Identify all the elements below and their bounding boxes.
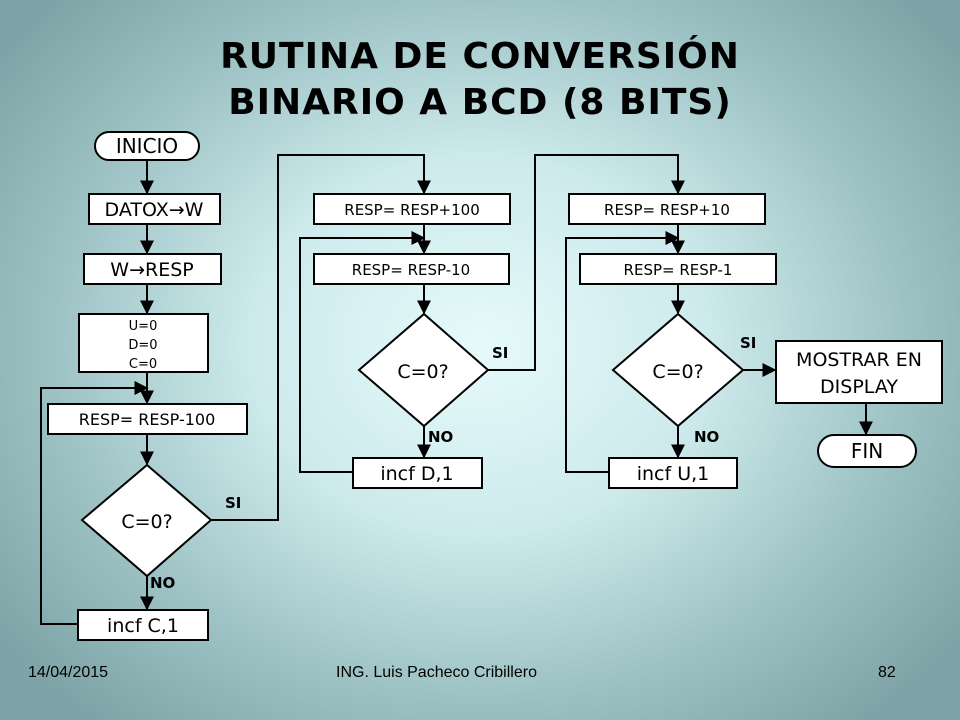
yes-connector-1	[211, 154, 431, 521]
no-label-2: NO	[428, 428, 453, 446]
process-incf-c-label: incf C,1	[107, 615, 179, 637]
start-node: INICIO	[94, 131, 200, 161]
title-line-1: RUTINA DE CONVERSIÓN	[220, 36, 740, 77]
mostrar-line-2: DISPLAY	[820, 376, 898, 398]
decision-c-zero-1: C=0?	[80, 463, 213, 578]
end-node-label: FIN	[851, 439, 883, 463]
no-label-1: NO	[150, 574, 175, 592]
decision-c-zero-2: C=0?	[357, 312, 490, 428]
si-label-3: SI	[740, 334, 756, 352]
process-resp-plus-100: RESP= RESP+100	[313, 193, 511, 225]
si-label-2: SI	[492, 344, 508, 362]
init-d-label: D=0	[128, 338, 157, 353]
process-incf-u-label: incf U,1	[637, 463, 710, 485]
process-resp-minus-100-label: RESP= RESP-100	[79, 410, 216, 429]
si-label-1: SI	[225, 494, 241, 512]
process-resp-minus-10: RESP= RESP-10	[313, 253, 510, 285]
process-init-counters: U=0 D=0 C=0	[78, 313, 209, 373]
decision-c-zero-3-label: C=0?	[652, 361, 703, 383]
mostrar-line-1: MOSTRAR EN	[796, 349, 922, 371]
decision-c-zero-2-label: C=0?	[397, 361, 448, 383]
process-mostrar-display: MOSTRAR EN DISPLAY	[775, 340, 943, 404]
process-resp-plus-100-label: RESP= RESP+100	[344, 201, 479, 219]
process-incf-d: incf D,1	[352, 457, 483, 489]
process-datox-label: DATOX→W	[105, 199, 204, 221]
start-node-label: INICIO	[116, 134, 178, 158]
init-c-label: C=0	[129, 357, 157, 372]
end-node: FIN	[817, 434, 917, 468]
process-resp-plus-10-label: RESP= RESP+10	[604, 201, 730, 219]
footer-author: ING. Luis Pacheco Cribillero	[336, 664, 537, 681]
yes-connector-2	[488, 154, 685, 371]
process-incf-d-label: incf D,1	[380, 463, 453, 485]
process-incf-u: incf U,1	[608, 457, 738, 489]
process-resp-minus-1-label: RESP= RESP-1	[624, 261, 733, 279]
loop-back-connector-2	[299, 231, 426, 473]
init-u-label: U=0	[129, 319, 158, 334]
loop-back-connector-3	[565, 231, 680, 473]
process-resp-minus-1: RESP= RESP-1	[579, 253, 777, 285]
process-wresp: W→RESP	[83, 253, 222, 285]
title-line-2: BINARIO A BCD (8 BITS)	[228, 82, 732, 123]
process-datox: DATOX→W	[88, 193, 221, 225]
process-resp-plus-10: RESP= RESP+10	[568, 193, 766, 225]
footer-page-number: 82	[878, 664, 896, 681]
loop-back-connector-1	[40, 381, 149, 625]
no-label-3: NO	[694, 428, 719, 446]
decision-c-zero-1-label: C=0?	[121, 511, 172, 533]
process-resp-minus-100: RESP= RESP-100	[47, 403, 248, 435]
footer-date: 14/04/2015	[28, 664, 109, 681]
process-incf-c: incf C,1	[77, 609, 209, 641]
process-wresp-label: W→RESP	[110, 259, 193, 281]
decision-c-zero-3: C=0?	[611, 312, 745, 428]
process-resp-minus-10-label: RESP= RESP-10	[352, 261, 470, 279]
